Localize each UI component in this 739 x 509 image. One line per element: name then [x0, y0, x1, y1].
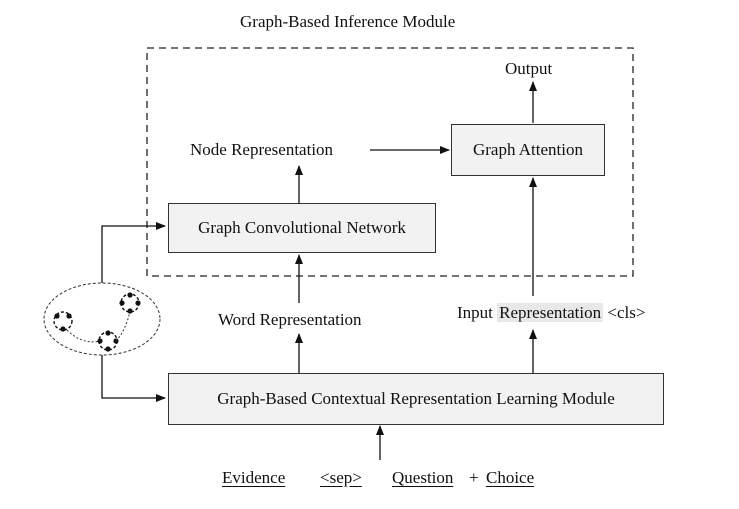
arrow-graph-to-context [101, 355, 166, 402]
inference-module-border [146, 47, 634, 277]
gcn-label: Graph Convolutional Network [198, 218, 406, 237]
input-highlight: Representation [497, 303, 604, 322]
module-title: Graph-Based Inference Module [240, 12, 456, 31]
input-suffix: <cls> [607, 303, 646, 322]
graph-attention-label: Graph Attention [472, 140, 583, 159]
input-prefix: Input [457, 303, 493, 322]
contextual-module-label: Graph-Based Contextual Representation Le… [217, 389, 615, 408]
output-label: Output [505, 59, 553, 78]
plus-label: + [469, 468, 479, 487]
question-label: Question [392, 468, 454, 487]
contextual-module-box: Graph-Based Contextual Representation Le… [168, 373, 664, 425]
graph-structure-icon [43, 282, 161, 356]
word-representation-label: Word Representation [218, 310, 362, 329]
evidence-label: Evidence [222, 468, 286, 487]
arrow-graph-to-gcn [101, 222, 166, 283]
node-representation-label: Node Representation [190, 140, 334, 159]
graph-attention-box: Graph Attention [451, 124, 605, 176]
gcn-box: Graph Convolutional Network [168, 203, 436, 253]
input-representation-label: Input Representation <cls> [457, 303, 645, 323]
sep-label: <sep> [320, 468, 362, 487]
choice-label: Choice [486, 468, 535, 487]
